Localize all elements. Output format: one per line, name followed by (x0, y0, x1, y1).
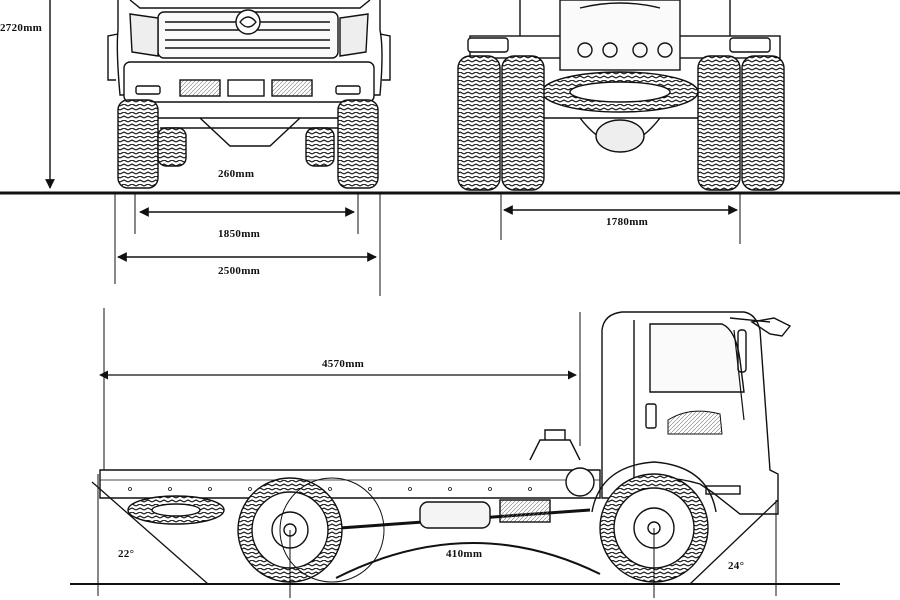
wheelbase-label: 4570mm (322, 358, 365, 370)
front-track-label: 1850mm (218, 228, 261, 240)
side-dimension-lines (91, 308, 779, 598)
overall-width-label: 2500mm (218, 265, 261, 277)
rear-view (457, 0, 785, 191)
overall-height-label: 2720mm (0, 22, 43, 34)
departure-angle-label: 22° (118, 548, 135, 560)
top-dimension-lines (45, 0, 741, 296)
front-view (107, 0, 391, 189)
side-view (99, 311, 792, 583)
cab-badge (667, 410, 723, 435)
rear-track-label: 1780mm (606, 216, 649, 228)
belly-clearance-label: 410mm (446, 548, 483, 560)
approach-angle-label: 24° (728, 560, 745, 572)
ground-clearance-label: 260mm (218, 168, 255, 180)
